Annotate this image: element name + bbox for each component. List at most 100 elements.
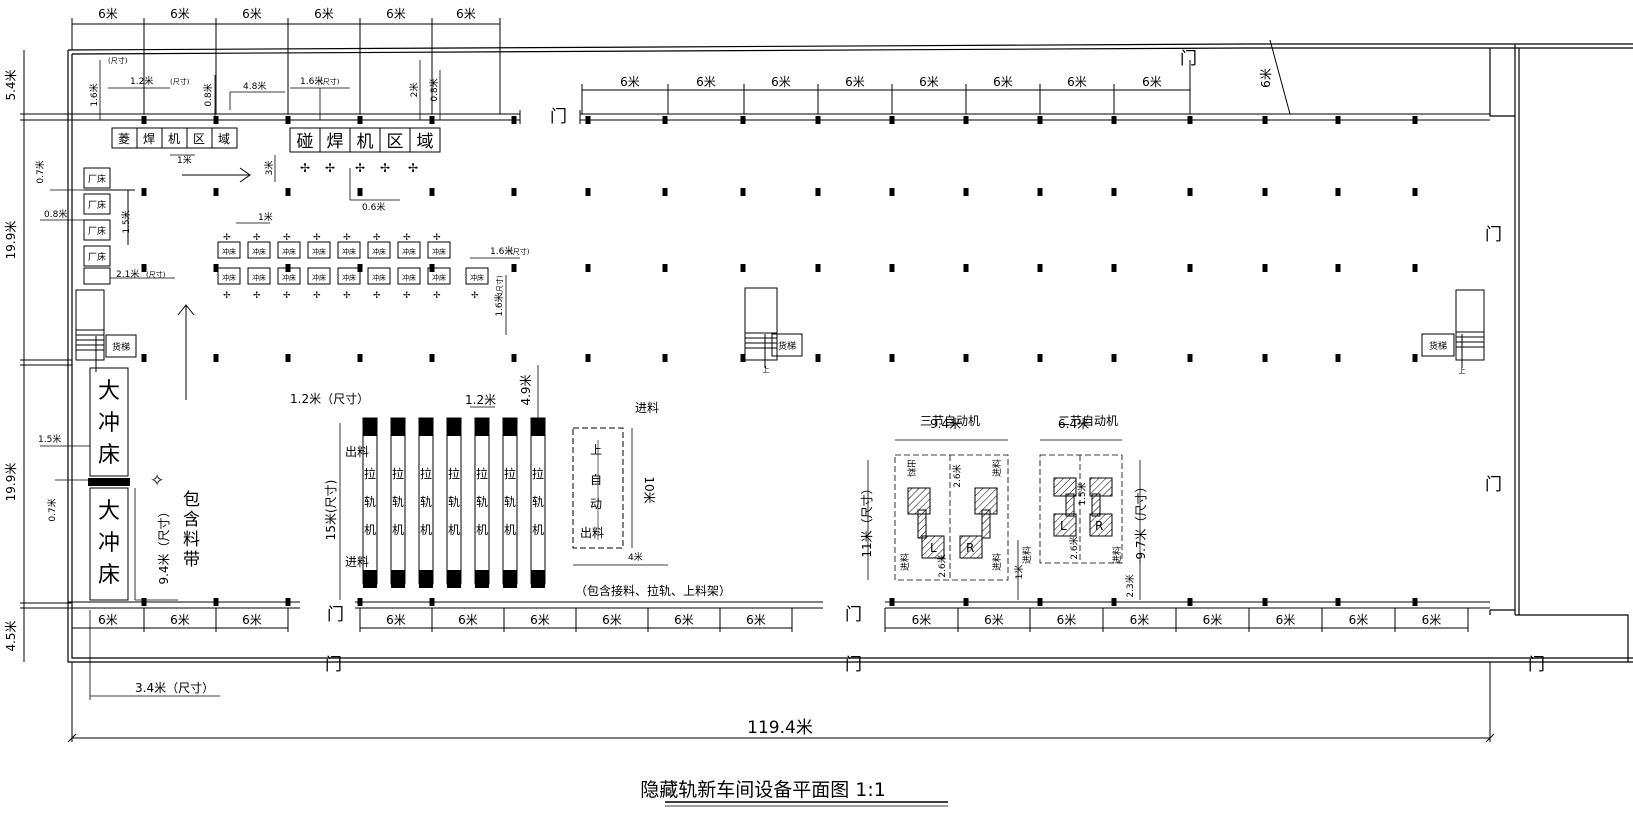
svg-text:冲: 冲 (98, 531, 120, 556)
top-wall-band (68, 110, 1490, 124)
svg-text:出料: 出料 (580, 526, 604, 540)
rail-machine-label: 轨 (420, 495, 432, 509)
column (357, 116, 363, 124)
top-dims-left (71, 18, 501, 114)
column (1111, 188, 1117, 196)
bottom-dim-6m: 6米 (984, 613, 1004, 627)
svg-text:3米: 3米 (263, 161, 275, 176)
lathe-label: 冲床 (222, 247, 236, 256)
svg-text:床: 床 (98, 563, 120, 588)
svg-text:2.1米: 2.1米 (116, 268, 139, 280)
lathe-box (307, 241, 331, 259)
bottom-dim-6m: 6米 (170, 613, 190, 627)
lathe-operator-mark: ✢ (343, 291, 351, 301)
svg-text:(尺寸): (尺寸) (320, 77, 340, 86)
column (1335, 598, 1341, 606)
svg-text:(尺寸): (尺寸) (510, 247, 530, 256)
column (889, 188, 895, 196)
column (963, 598, 969, 606)
svg-text:机: 机 (357, 132, 374, 152)
weld-station-mark: ✢ (300, 161, 310, 175)
svg-text:1米: 1米 (1013, 565, 1025, 580)
lathe-label: 冲床 (282, 247, 296, 256)
weld-station-mark: ✢ (355, 161, 365, 175)
column (1187, 264, 1193, 272)
svg-text:✧: ✧ (150, 471, 164, 491)
svg-text:6米: 6米 (242, 7, 262, 21)
column (1262, 598, 1268, 606)
lathe-box (397, 241, 421, 259)
column (889, 354, 895, 362)
lathe-box (465, 267, 489, 285)
column (1262, 116, 1268, 124)
lathe-operator-mark: ✢ (433, 291, 441, 301)
elevator-right: 货梯 上 (1421, 289, 1485, 375)
column (585, 264, 591, 272)
svg-text:三节自动机: 三节自动机 (920, 414, 980, 428)
svg-text:(尺寸): (尺寸) (146, 270, 166, 279)
svg-text:带: 带 (183, 550, 200, 570)
svg-text:4米: 4米 (628, 551, 643, 563)
rail-machine-label: 轨 (532, 495, 544, 509)
rail-machine-label: 拉 (392, 466, 404, 481)
lathe-operator-mark: ✢ (283, 233, 291, 243)
column (1187, 598, 1193, 606)
lathe-operator-mark: ✢ (403, 291, 411, 301)
rail-machine-label: 轨 (448, 495, 460, 509)
svg-text:焊: 焊 (327, 132, 344, 152)
svg-text:碰: 碰 (297, 132, 314, 152)
column (357, 354, 363, 362)
svg-text:6米: 6米 (845, 75, 865, 89)
column (740, 354, 746, 362)
column (815, 188, 821, 196)
bottom-dim-6m: 6米 (98, 613, 118, 627)
svg-text:域: 域 (218, 132, 230, 146)
rail-machine-label: 轨 (392, 495, 404, 509)
doors: 门 门 门 门 门 门 门 门 门 (325, 49, 1545, 675)
lathe-box (427, 241, 451, 259)
column (585, 354, 591, 362)
big-press-2: 大 冲 床 (88, 478, 130, 601)
door-top-mid: 门 (550, 107, 567, 127)
svg-text:9.4米: 9.4米 (930, 417, 961, 431)
rail-machine-label: 机 (448, 523, 460, 537)
top-dims-right-text: 6米 6米 6米 6米 6米 6米 6米 6米 (620, 75, 1162, 89)
column (1412, 354, 1418, 362)
column (213, 354, 219, 362)
dim-4-5: 4.5米 (4, 620, 18, 651)
column (662, 116, 668, 124)
column (429, 188, 435, 196)
svg-text:大: 大 (98, 379, 120, 404)
lathe-operator-mark: ✢ (471, 291, 479, 301)
column (141, 598, 147, 606)
svg-text:3.4米（尺寸）: 3.4米（尺寸） (135, 681, 214, 695)
door-bottom-2: 门 (845, 605, 862, 625)
dim-6m-right: 6米 (1259, 68, 1273, 88)
lathe-operator-mark: ✢ (313, 291, 321, 301)
column (285, 188, 291, 196)
elevator-left-label: 货梯 (112, 341, 130, 353)
svg-text:进料: 进料 (991, 553, 1003, 571)
three-section-auto-machine: 三节自动机 L R 9.4米 11米（尺寸） 2.6米 2.6米 1米 出料 进… (860, 414, 1025, 600)
lathe-label: 冲床 (282, 273, 296, 282)
flow-arrow-up (177, 304, 195, 400)
column (1335, 116, 1341, 124)
lathe-box (367, 241, 391, 259)
column (1335, 354, 1341, 362)
column (963, 354, 969, 362)
svg-text:动: 动 (590, 497, 602, 511)
lathe-label: 冲床 (222, 273, 236, 282)
svg-text:(尺寸): (尺寸) (108, 56, 128, 65)
svg-text:厂床: 厂床 (88, 251, 106, 263)
column (815, 116, 821, 124)
lathe-box (367, 267, 391, 285)
svg-text:出料: 出料 (905, 459, 917, 477)
column (1262, 188, 1268, 196)
column (889, 264, 895, 272)
rail-machine-label: 拉 (504, 466, 516, 481)
lathe-label: 冲床 (342, 273, 356, 282)
svg-text:2米: 2米 (408, 83, 420, 98)
rail-machine-label: 拉 (476, 466, 488, 481)
left-small-dims: 0.7米 0.8米 1.5米 2.1米 (尺寸) (34, 160, 175, 280)
